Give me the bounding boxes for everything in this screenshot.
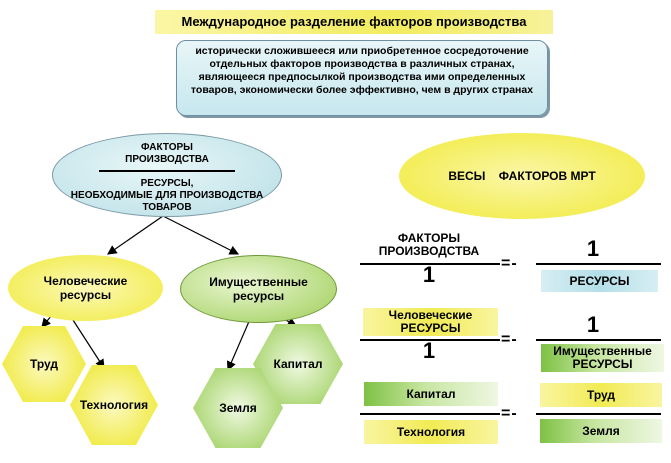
eq2-left-denominator: 1 — [422, 338, 436, 363]
definition-line: товаров, экономически более эффективно, … — [190, 84, 534, 96]
eq2-right-denominator: Имущественные РЕСУРСЫ — [541, 344, 664, 372]
eq3-left-numerator: Капитал — [364, 382, 498, 406]
diagram-title: Международное разделение факторов произв… — [155, 10, 553, 34]
eq3-left-denominator: Технология — [364, 420, 498, 444]
factors-definition: РЕСУРСЫ, НЕОБХОДИМЫЕ ДЛЯ ПРОИЗВОДСТВА ТО… — [70, 178, 264, 213]
eq2-left-numerator: Человеческие РЕСУРСЫ — [363, 308, 498, 336]
eq2-right-fraction-line — [536, 339, 661, 341]
eq1-left-numerator: ФАКТОРЫ ПРОИЗВОДСТВА — [378, 231, 480, 258]
hexagon-technology: Технология — [70, 365, 158, 445]
weights-ellipse: ВЕСЫ ФАКТОРОВ МРТ — [399, 133, 645, 219]
definition-line: отдельных факторов производства в различ… — [209, 58, 515, 70]
eq2-right-numerator: 1 — [586, 312, 600, 337]
eq3-right-numerator: Труд — [540, 383, 662, 407]
factors-divider — [99, 170, 235, 172]
definition-box: исторически сложившееся или приобретенно… — [176, 40, 548, 116]
eq1-operator: =- — [501, 255, 518, 272]
definition-line: исторически сложившееся или приобретенно… — [195, 45, 529, 57]
factors-heading: ФАКТОРЫ ПРОИЗВОДСТВА — [125, 142, 209, 165]
eq3-right-fraction-line — [536, 413, 661, 415]
eq1-right-denominator: РЕСУРСЫ — [541, 270, 658, 292]
human-resources-ellipse: Человеческие ресурсы — [8, 255, 163, 321]
eq1-right-fraction-line — [536, 263, 661, 265]
eq1-right-numerator: 1 — [586, 236, 600, 261]
eq1-left-denominator: 1 — [422, 262, 436, 287]
eq2-left-fraction-line — [360, 339, 500, 341]
factors-ellipse: ФАКТОРЫ ПРОИЗВОДСТВА РЕСУРСЫ, НЕОБХОДИМЫ… — [52, 133, 282, 217]
eq3-operator: =- — [501, 405, 518, 422]
hexagon-zemlya: Земля — [193, 368, 283, 448]
property-resources-ellipse: Имущественные ресурсы — [180, 255, 337, 323]
hexagon-kapital: Капитал — [253, 324, 343, 404]
eq1-left-fraction-line — [360, 263, 500, 265]
arrow-factors-to-human — [107, 215, 164, 255]
eq3-right-denominator: Земля — [540, 419, 662, 443]
definition-line: являющееся предпосылкой производства ими… — [198, 71, 526, 83]
eq2-operator: =- — [501, 331, 518, 348]
eq3-left-fraction-line — [360, 413, 500, 415]
arrow-factors-to-property — [162, 215, 240, 255]
